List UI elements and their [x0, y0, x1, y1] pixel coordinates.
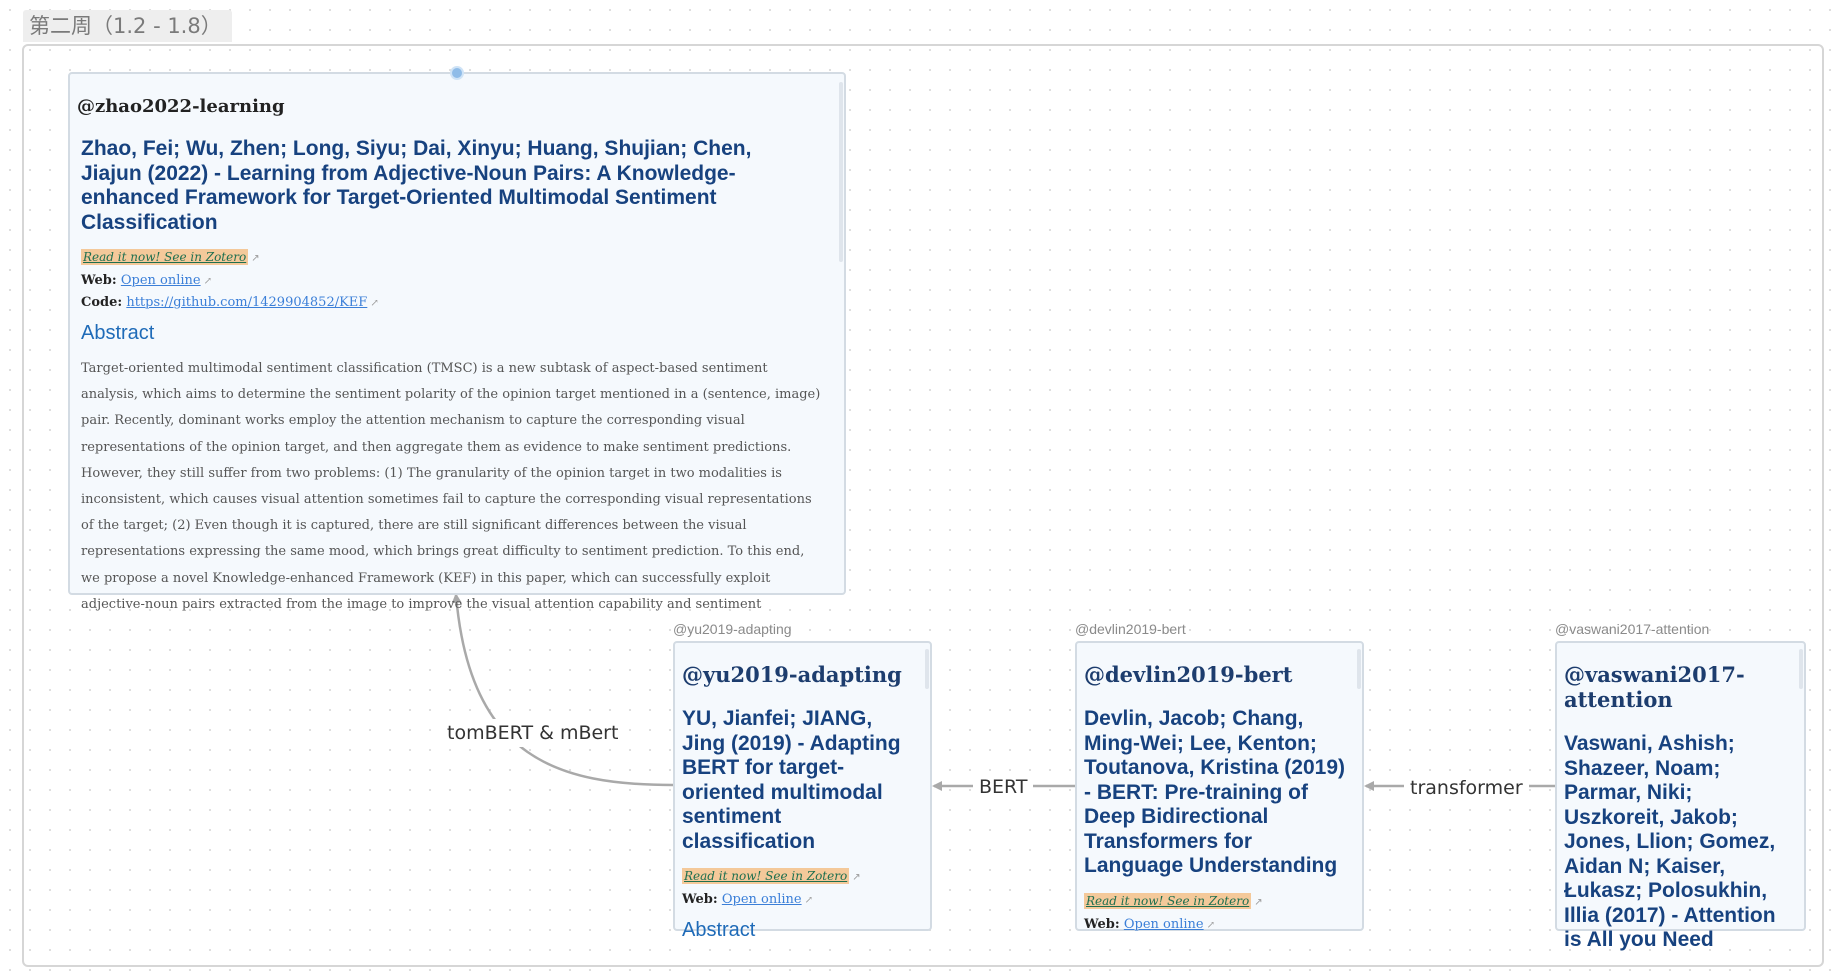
external-link-icon: ↗ [804, 895, 813, 906]
code-field: Code: https://github.com/1429904852/KEF↗ [81, 295, 834, 310]
citekey-heading: @devlin2019-bert [1084, 662, 1293, 687]
abstract-heading: Abstract [682, 919, 756, 941]
node-title-yu: @yu2019-adapting [673, 621, 792, 637]
external-link-icon: ↗ [370, 298, 379, 309]
web-label: Web: [682, 892, 718, 907]
citekey-heading: @zhao2022-learning [77, 96, 285, 117]
web-field: Web: Open online↗ [81, 273, 834, 288]
edge-label-bert[interactable]: BERT [973, 773, 1034, 801]
edge-label-transformer[interactable]: transformer [1404, 774, 1529, 802]
code-label: Code: [81, 295, 123, 310]
connection-handle[interactable] [450, 66, 464, 80]
card-zhao2022[interactable]: @zhao2022-learning Zhao, Fei; Wu, Zhen; … [68, 72, 846, 612]
node-title-vaswani: @vaswani2017-attention [1555, 621, 1710, 637]
reference-title: Devlin, Jacob; Chang, Ming-Wei; Lee, Ken… [1084, 707, 1346, 877]
external-link-icon: ↗ [1206, 919, 1215, 931]
reference-title: YU, Jianfei; JIANG, Jing (2019) - Adapti… [682, 707, 901, 853]
scrollbar[interactable] [1357, 649, 1361, 689]
scrollbar[interactable] [925, 649, 929, 689]
node-title-devlin: @devlin2019-bert [1075, 621, 1186, 637]
card-devlin2019[interactable]: @devlin2019-bert Devlin, Jacob; Chang, M… [1075, 641, 1364, 932]
group-label[interactable]: 第二周（1.2 - 1.8） [23, 10, 232, 42]
external-link-icon: ↗ [1254, 896, 1263, 908]
web-field: Web: Open online↗ [1084, 917, 1352, 932]
canvas-group[interactable] [22, 44, 1824, 967]
card-yu2019[interactable]: @yu2019-adapting YU, Jianfei; JIANG, Jin… [673, 641, 932, 941]
edge-label-tombert[interactable]: tomBERT & mBert [441, 719, 625, 747]
zotero-link[interactable]: Read it now! See in Zotero [1084, 892, 1252, 909]
external-link-icon: ↗ [852, 872, 861, 883]
citekey-heading: @yu2019-adapting [682, 662, 902, 687]
web-label: Web: [1084, 916, 1120, 932]
abstract-text: Target-oriented multimodal sentiment cla… [81, 361, 821, 612]
scrollbar[interactable] [839, 82, 843, 262]
zotero-link[interactable]: Read it now! See in Zotero [81, 249, 249, 265]
web-label: Web: [81, 273, 117, 288]
web-open-online-link[interactable]: Open online [1123, 916, 1204, 932]
external-link-icon: ↗ [251, 253, 260, 264]
web-open-online-link[interactable]: Open online [721, 892, 802, 907]
external-link-icon: ↗ [203, 276, 212, 287]
code-link[interactable]: https://github.com/1429904852/KEF [126, 295, 368, 310]
web-open-online-link[interactable]: Open online [120, 273, 201, 288]
card-vaswani2017[interactable]: @vaswani2017-attention Vaswani, Ashish; … [1555, 641, 1806, 951]
reference-title: Zhao, Fei; Wu, Zhen; Long, Siyu; Dai, Xi… [81, 137, 752, 234]
web-field: Web: Open online↗ [682, 892, 920, 907]
scrollbar[interactable] [1799, 649, 1803, 689]
citekey-heading: @vaswani2017-attention [1564, 662, 1745, 712]
edge-yu-to-zhao[interactable] [451, 593, 674, 787]
reference-title: Vaswani, Ashish; Shazeer, Noam; Parmar, … [1564, 732, 1776, 951]
zotero-link[interactable]: Read it now! See in Zotero [682, 868, 850, 884]
abstract-heading: Abstract [81, 322, 155, 344]
